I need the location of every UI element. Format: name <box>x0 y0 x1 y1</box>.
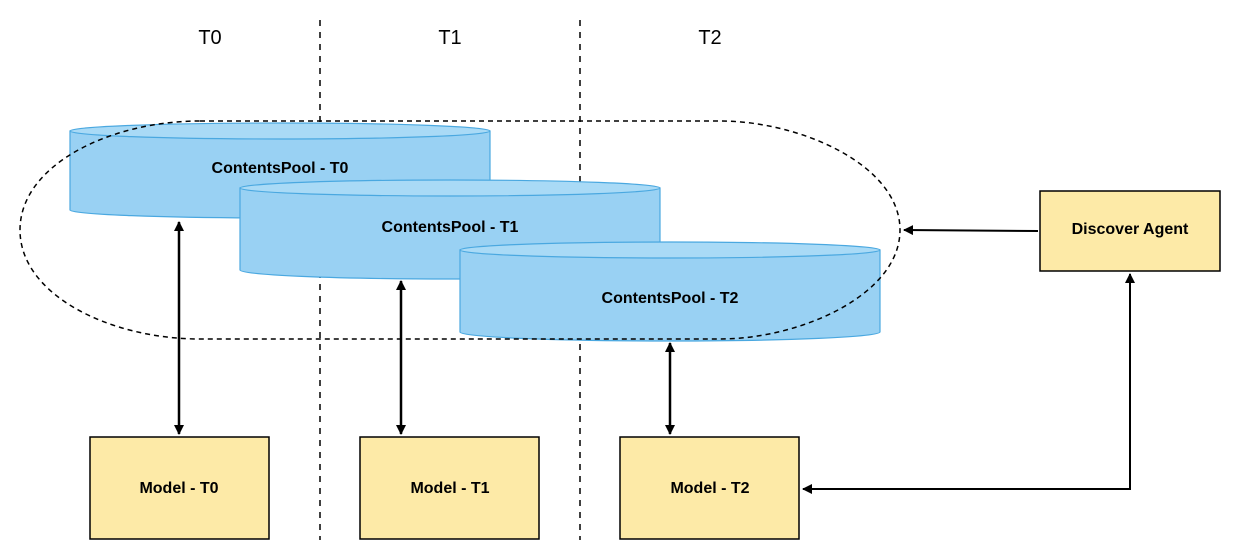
time-label-t0: T0 <box>198 27 221 49</box>
model-box-t0: Model - T0 <box>89 436 270 540</box>
arrow-model-t2-to-agent <box>802 273 1135 494</box>
pool-label-t0: ContentsPool - T0 <box>212 160 349 177</box>
arrow-agent-to-pools <box>903 225 1039 236</box>
model-label-t0: Model - T0 <box>139 480 218 497</box>
discover-agent-box: Discover Agent <box>1039 190 1221 272</box>
model-box-t2: Model - T2 <box>619 436 800 540</box>
pool-label-t1: ContentsPool - T1 <box>382 219 519 236</box>
time-label-t1: T1 <box>438 27 461 49</box>
time-label-t2: T2 <box>698 27 721 49</box>
model-box-t1: Model - T1 <box>359 436 540 540</box>
discover-agent-label: Discover Agent <box>1072 221 1189 238</box>
model-label-t2: Model - T2 <box>670 480 749 497</box>
pool-label-t2: ContentsPool - T2 <box>602 290 739 307</box>
model-label-t1: Model - T1 <box>410 480 489 497</box>
contents-pool-t2: ContentsPool - T2 <box>459 241 881 342</box>
pool-group-outline <box>19 120 901 340</box>
